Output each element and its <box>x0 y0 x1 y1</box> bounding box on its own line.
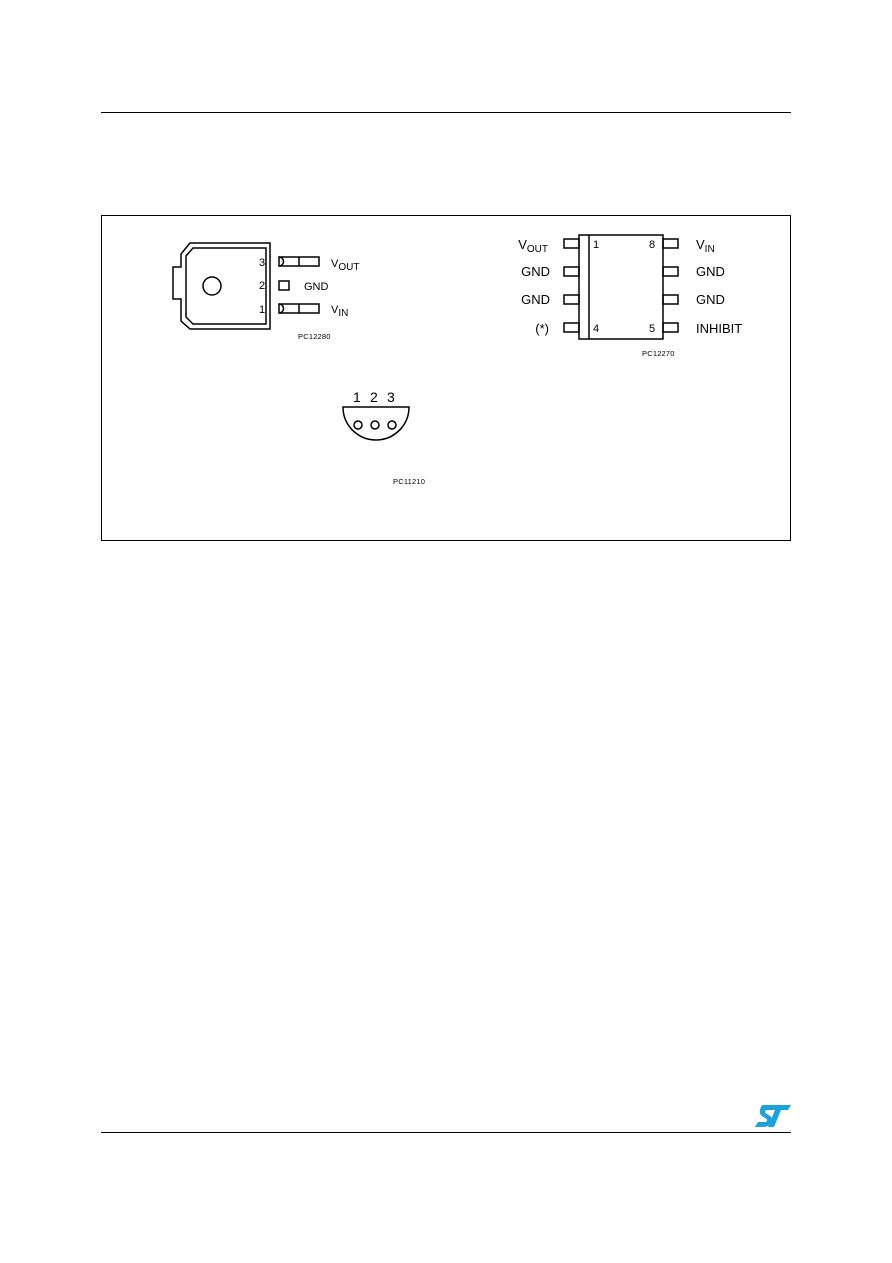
st-logo-icon <box>755 1105 791 1127</box>
so8-figure-code: PC12270 <box>642 349 675 358</box>
dpak-figure-code: PC12280 <box>298 332 331 341</box>
to92-pin-2-number: 2 <box>370 389 378 405</box>
to92-pin-1-number: 1 <box>353 389 361 405</box>
so8-left-label-2: GND <box>521 264 550 279</box>
dpak-body-outline <box>172 242 271 330</box>
to92-body <box>342 406 410 441</box>
so8-left-label-1: VOUT <box>518 237 548 255</box>
so8-lead-3 <box>563 294 580 305</box>
pin-connection-figure: 3 2 1 VOUT GND VIN PC12280 1 8 4 5 VOUT … <box>101 215 791 541</box>
dpak-mounting-hole <box>202 276 222 296</box>
so8-lead-2 <box>563 266 580 277</box>
to92-lead-1 <box>353 420 363 430</box>
so8-pin-8-number: 8 <box>649 239 655 251</box>
st-logo-shape <box>755 1105 791 1127</box>
so8-lead-5 <box>662 322 679 333</box>
pin-connection-drawing: 3 2 1 VOUT GND VIN PC12280 1 8 4 5 VOUT … <box>172 234 742 486</box>
dpak-pin-1-label: VIN <box>331 304 348 319</box>
footer-rule <box>101 1132 791 1133</box>
dpak-pin-2-label: GND <box>304 281 329 293</box>
so8-lead-6 <box>662 294 679 305</box>
so8-pin-5-number: 5 <box>649 323 655 335</box>
so8-package <box>563 234 679 340</box>
dpak-pin-2-number: 2 <box>259 280 265 292</box>
so8-right-label-1: VIN <box>696 237 715 255</box>
so8-left-label-3: GND <box>521 292 550 307</box>
dpak-pin-1-number: 1 <box>259 304 265 316</box>
so8-left-label-4: (*) <box>535 321 549 336</box>
to92-figure-code: PC11210 <box>393 477 425 486</box>
so8-right-label-2: GND <box>696 264 725 279</box>
so8-body <box>578 234 664 340</box>
so8-right-label-4: INHIBIT <box>696 321 742 336</box>
so8-pin-4-number: 4 <box>593 323 599 335</box>
dpak-lead-2 <box>278 280 290 291</box>
so8-right-label-3: GND <box>696 292 725 307</box>
dpak-pin-3-label: VOUT <box>331 258 359 273</box>
so8-lead-8 <box>662 238 679 249</box>
to92-package <box>342 406 410 441</box>
so8-pin-1-number: 1 <box>593 239 599 251</box>
to92-lead-3 <box>387 420 397 430</box>
to92-pin-3-number: 3 <box>387 389 395 405</box>
so8-lead-1 <box>563 238 580 249</box>
dpak-inner-outline <box>185 247 267 325</box>
dpak-package <box>172 242 320 330</box>
so8-lead-4 <box>563 322 580 333</box>
to92-lead-2 <box>370 420 380 430</box>
so8-lead-7 <box>662 266 679 277</box>
header-rule <box>101 112 791 113</box>
dpak-pin-3-number: 3 <box>259 257 265 269</box>
